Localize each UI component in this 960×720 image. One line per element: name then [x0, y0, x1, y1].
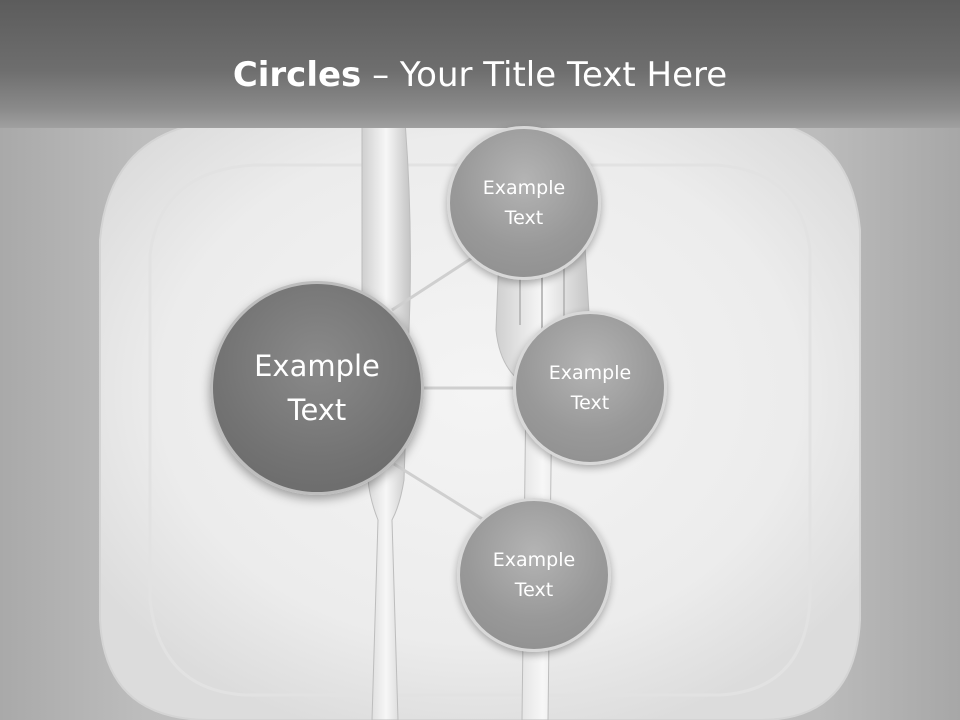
- main-circle: Example Text: [210, 281, 424, 495]
- satellite-circle-3: Example Text: [457, 498, 611, 652]
- satellite-3-label: Example Text: [492, 549, 576, 601]
- plate-rim: [148, 163, 812, 697]
- satellite-circle-2: Example Text: [513, 311, 667, 465]
- header-band: [0, 0, 960, 128]
- connector-1: [391, 256, 473, 312]
- main-circle-label: Example Text: [254, 349, 380, 427]
- plate-shape: [99, 119, 861, 720]
- satellite-circle-1: Example Text: [447, 126, 601, 280]
- satellite-1-label: Example Text: [482, 177, 566, 229]
- slide-title: Circles – Your Title Text Here: [0, 52, 960, 98]
- satellite-2-label: Example Text: [548, 362, 632, 414]
- title-rest: – Your Title Text Here: [361, 55, 728, 95]
- connector-3: [393, 462, 485, 522]
- title-bold: Circles: [232, 55, 362, 95]
